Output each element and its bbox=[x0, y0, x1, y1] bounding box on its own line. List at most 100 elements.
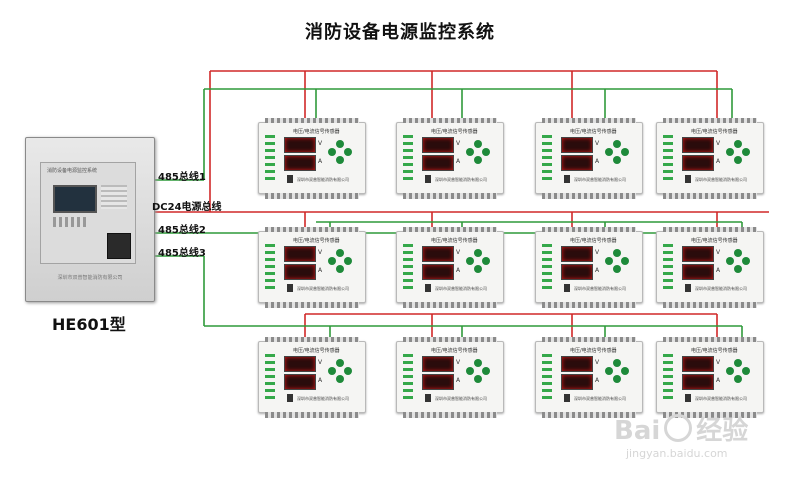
sensor-led-column bbox=[265, 135, 275, 181]
sensor-footer: 深圳市双普智能消防有限公司 bbox=[435, 177, 487, 182]
arrow-up-button bbox=[613, 249, 621, 257]
sensor-bottom-rail bbox=[403, 193, 497, 199]
watermark-url: jingyan.baidu.com bbox=[626, 447, 728, 460]
arrow-right-button bbox=[344, 148, 352, 156]
sensor-top-rail bbox=[265, 227, 359, 232]
sensor-voltage-display bbox=[561, 137, 593, 153]
sensor-current-display bbox=[422, 264, 454, 280]
sensor-footer: 深圳市双普智能消防有限公司 bbox=[435, 286, 487, 291]
sensor-top-rail bbox=[663, 337, 757, 342]
sensor-module: 电压/电流信号传感器 V A 深圳市双普智能消防有限公司 bbox=[535, 118, 643, 199]
sensor-button-cluster bbox=[328, 359, 352, 383]
sensor-top-rail bbox=[403, 118, 497, 123]
arrow-down-button bbox=[734, 265, 742, 273]
sensor-module: 电压/电流信号传感器 V A 深圳市双普智能消防有限公司 bbox=[258, 118, 366, 199]
sensor-led-column bbox=[403, 135, 413, 181]
sensor-button-cluster bbox=[726, 140, 750, 164]
arrow-right-button bbox=[742, 367, 750, 375]
sensor-logo-icon bbox=[685, 175, 691, 183]
sensor-button-cluster bbox=[605, 249, 629, 273]
sensor-voltage-display bbox=[561, 356, 593, 372]
arrow-down-button bbox=[613, 375, 621, 383]
sensor-unit-v: V bbox=[318, 249, 323, 256]
sensor-footer: 深圳市双普智能消防有限公司 bbox=[297, 396, 349, 401]
arrow-left-button bbox=[605, 367, 613, 375]
arrow-up-button bbox=[613, 359, 621, 367]
sensor-header: 电压/电流信号传感器 bbox=[431, 348, 478, 354]
arrow-up-button bbox=[474, 359, 482, 367]
sensor-led-column bbox=[663, 135, 673, 181]
sensor-logo-icon bbox=[425, 284, 431, 292]
sensor-voltage-display bbox=[284, 246, 316, 262]
cabinet-keypad bbox=[53, 217, 87, 227]
sensor-header: 电压/电流信号传感器 bbox=[570, 238, 617, 244]
sensor-current-display bbox=[561, 374, 593, 390]
arrow-down-button bbox=[474, 156, 482, 164]
sensor-voltage-display bbox=[682, 137, 714, 153]
sensor-bottom-rail bbox=[542, 193, 636, 199]
power-bus-label: DC24电源总线 bbox=[152, 202, 222, 213]
sensor-logo-icon bbox=[287, 284, 293, 292]
sensor-unit-v: V bbox=[716, 140, 721, 147]
sensor-top-rail bbox=[403, 337, 497, 342]
arrow-down-button bbox=[336, 265, 344, 273]
sensor-unit-v: V bbox=[595, 359, 600, 366]
sensor-module: 电压/电流信号传感器 V A 深圳市双普智能消防有限公司 bbox=[535, 227, 643, 308]
sensor-top-rail bbox=[542, 118, 636, 123]
sensor-led-column bbox=[542, 135, 552, 181]
arrow-up-button bbox=[474, 140, 482, 148]
sensor-footer: 深圳市双普智能消防有限公司 bbox=[574, 177, 626, 182]
sensor-voltage-display bbox=[561, 246, 593, 262]
sensor-unit-v: V bbox=[318, 359, 323, 366]
sensor-unit-v: V bbox=[456, 249, 461, 256]
sensor-top-rail bbox=[542, 337, 636, 342]
sensor-current-display bbox=[682, 374, 714, 390]
sensor-unit-a: A bbox=[716, 158, 721, 165]
sensor-logo-icon bbox=[425, 394, 431, 402]
sensor-current-display bbox=[561, 155, 593, 171]
sensor-unit-a: A bbox=[716, 377, 721, 384]
sensor-module: 电压/电流信号传感器 V A 深圳市双普智能消防有限公司 bbox=[656, 227, 764, 308]
arrow-down-button bbox=[613, 265, 621, 273]
sensor-bottom-rail bbox=[265, 193, 359, 199]
arrow-left-button bbox=[726, 257, 734, 265]
sensor-bottom-rail bbox=[542, 412, 636, 418]
sensor-led-column bbox=[542, 354, 552, 400]
sensor-header: 电压/电流信号传感器 bbox=[293, 348, 340, 354]
sensor-unit-a: A bbox=[456, 377, 461, 384]
sensor-button-cluster bbox=[466, 140, 490, 164]
sensor-footer: 深圳市双普智能消防有限公司 bbox=[695, 177, 747, 182]
sensor-voltage-display bbox=[422, 246, 454, 262]
arrow-up-button bbox=[734, 140, 742, 148]
sensor-voltage-display bbox=[682, 246, 714, 262]
sensor-unit-v: V bbox=[595, 140, 600, 147]
watermark-brand-left: Bai bbox=[614, 416, 661, 446]
arrow-left-button bbox=[726, 148, 734, 156]
arrow-right-button bbox=[742, 257, 750, 265]
sensor-logo-icon bbox=[564, 284, 570, 292]
sensor-unit-a: A bbox=[595, 158, 600, 165]
sensor-button-cluster bbox=[466, 249, 490, 273]
arrow-down-button bbox=[734, 375, 742, 383]
cabinet-door-panel: 消防设备电源监控系统 bbox=[40, 162, 136, 264]
sensor-module: 电压/电流信号传感器 V A 深圳市双普智能消防有限公司 bbox=[656, 118, 764, 199]
sensor-button-cluster bbox=[328, 140, 352, 164]
arrow-left-button bbox=[605, 257, 613, 265]
sensor-bottom-rail bbox=[663, 412, 757, 418]
sensor-top-rail bbox=[663, 118, 757, 123]
sensor-footer: 深圳市双普智能消防有限公司 bbox=[574, 396, 626, 401]
arrow-left-button bbox=[466, 257, 474, 265]
sensor-button-cluster bbox=[726, 249, 750, 273]
sensor-led-column bbox=[265, 244, 275, 290]
arrow-down-button bbox=[613, 156, 621, 164]
sensor-current-display bbox=[284, 155, 316, 171]
sensor-unit-a: A bbox=[318, 377, 323, 384]
controller-cabinet: 消防设备电源监控系统 深圳市双普智能消防有限公司 bbox=[25, 137, 155, 302]
sensor-footer: 深圳市双普智能消防有限公司 bbox=[695, 286, 747, 291]
sensor-button-cluster bbox=[605, 359, 629, 383]
sensor-current-display bbox=[682, 264, 714, 280]
sensor-logo-icon bbox=[287, 175, 293, 183]
sensor-bottom-rail bbox=[265, 302, 359, 308]
